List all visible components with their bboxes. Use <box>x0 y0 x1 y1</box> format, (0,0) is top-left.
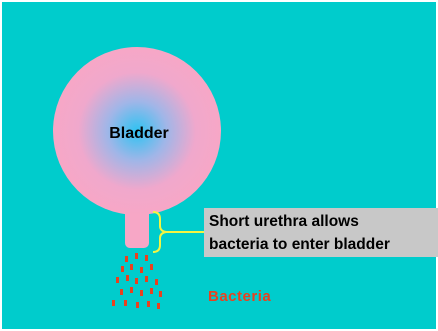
bacterium <box>112 300 115 306</box>
bacterium <box>147 301 150 307</box>
bacterium <box>121 266 124 272</box>
bacterium <box>135 253 138 259</box>
bacterium <box>135 278 138 284</box>
bacterium <box>140 267 143 273</box>
callout-line-2: bacteria to enter bladder <box>209 236 390 253</box>
bacterium <box>130 264 133 270</box>
callout-line-1: Short urethra allows <box>209 213 359 230</box>
bacterium <box>157 303 160 309</box>
bacterium <box>140 290 143 296</box>
bacterium <box>126 275 129 281</box>
bacterium <box>136 302 139 308</box>
bacterium <box>145 255 148 261</box>
bacterium <box>145 276 148 282</box>
bacterium <box>155 279 158 285</box>
bacterium <box>124 300 127 306</box>
bacterium <box>150 264 153 270</box>
bacterium <box>130 287 133 293</box>
bacteria-label: Bacteria <box>208 288 271 305</box>
bacterium <box>125 256 128 262</box>
bacterium <box>120 289 123 295</box>
bladder-label: Bladder <box>109 125 169 142</box>
bacterium <box>159 291 162 297</box>
bacterium <box>150 288 153 294</box>
bacterium <box>116 277 119 283</box>
